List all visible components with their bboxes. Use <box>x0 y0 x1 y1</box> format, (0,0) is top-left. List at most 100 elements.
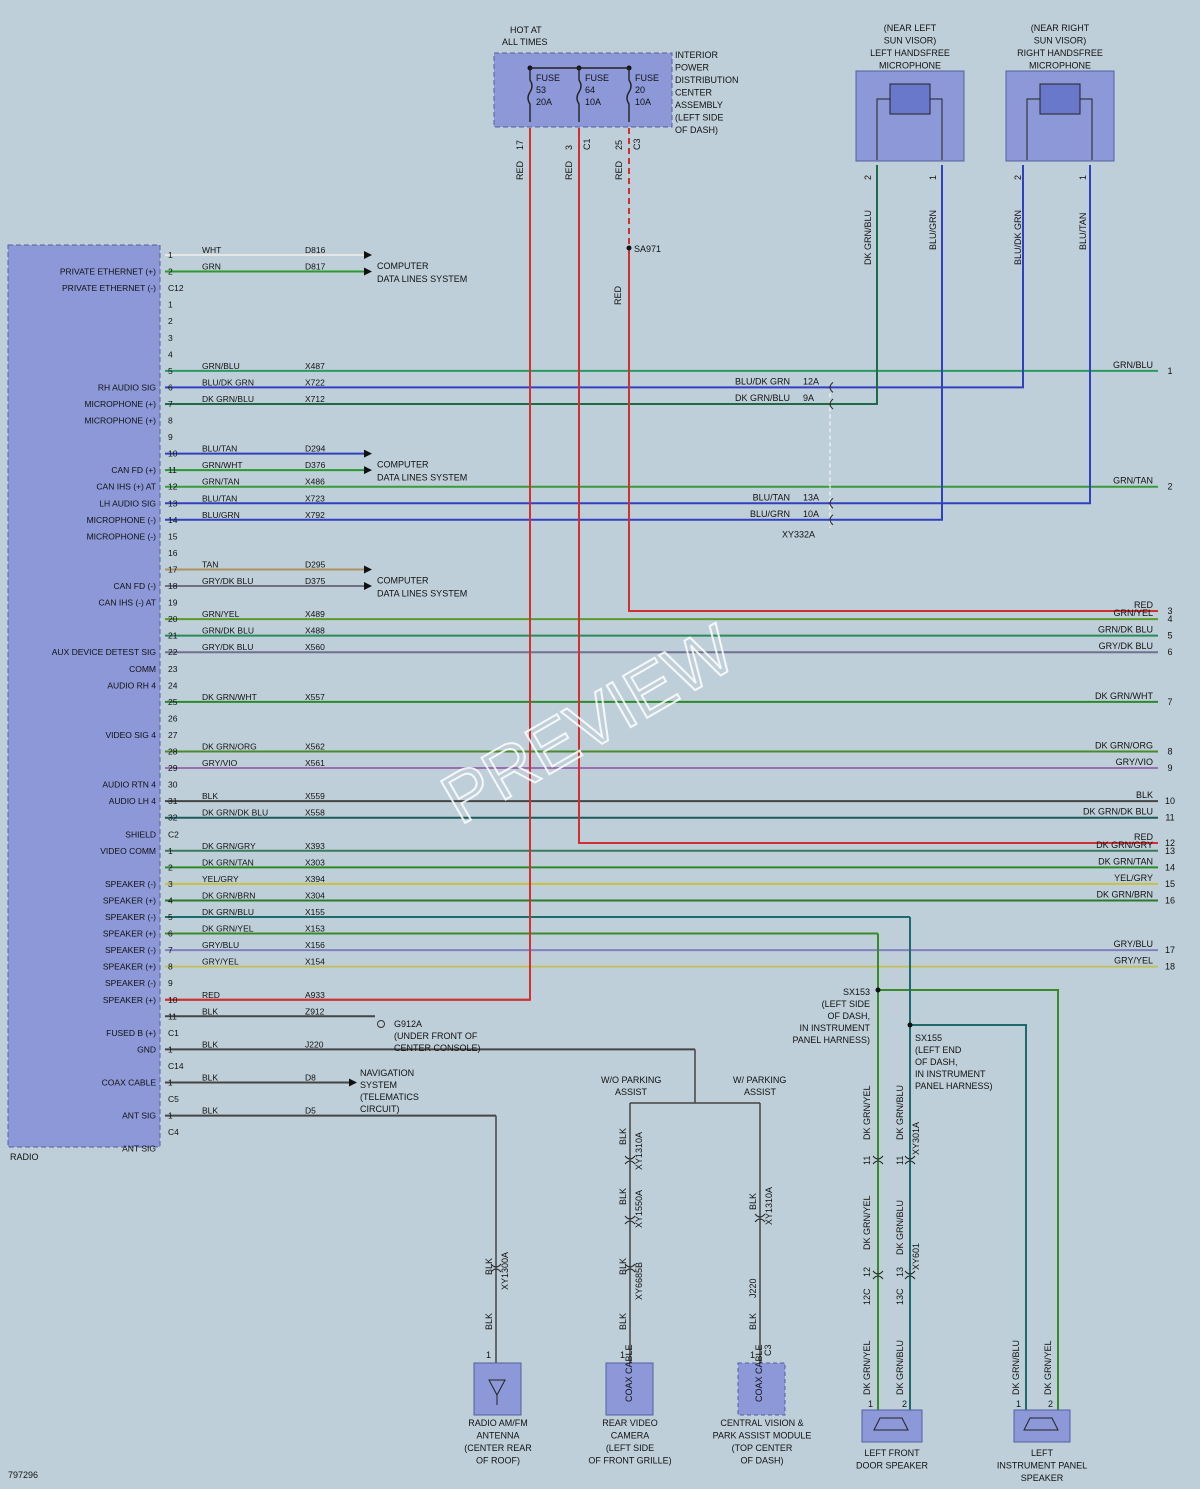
right-output-num-7: 8 <box>1167 747 1172 757</box>
radio-circuit-34: X558 <box>305 808 325 818</box>
radio-wire-color-42: GRY/BLU <box>202 940 239 950</box>
splice-label-sa971: SA971 <box>634 244 661 254</box>
inline-connector-6 <box>904 1155 916 1160</box>
xy332a-pin-symbol-3 <box>829 514 834 526</box>
ground-g912a: G912A (UNDER FRONT OF CENTER CONSOLE) <box>377 1019 481 1053</box>
fuse-name-2: FUSE <box>635 73 659 83</box>
radio-circuit-8: X722 <box>305 377 325 387</box>
left-front-door-speaker <box>861 1409 923 1443</box>
radio-circuit-31: X561 <box>305 758 325 768</box>
radio-pin-24: 22 <box>168 647 178 657</box>
arrow-50 <box>349 1078 357 1087</box>
radio-circuit-42: X156 <box>305 940 325 950</box>
microphone-0-element <box>889 83 931 115</box>
right-output-color-11: RED <box>1134 832 1154 842</box>
mic-left-pin2-wire <box>828 165 878 405</box>
radio-wire-color-14: GRN/TAN <box>202 477 240 487</box>
camera-label-line-1: CAMERA <box>611 1431 650 1441</box>
right-output-color-9: BLK <box>1136 790 1153 800</box>
right-output-color-10: DK GRN/DK BLU <box>1083 807 1153 817</box>
w-parking-line-1: W/ PARKING <box>733 1075 786 1085</box>
mic-1-label-0: (NEAR RIGHT <box>1031 23 1090 33</box>
mic-1-label-3: MICROPHONE <box>1029 61 1091 71</box>
inline-connector-b-7 <box>872 1275 884 1280</box>
cvpam-label-2: J220 <box>748 1278 758 1298</box>
right-output-color-2: RED <box>1134 600 1154 610</box>
radio-wire-color-38: YEL/GRY <box>202 874 239 884</box>
pdc-label-line-5: (LEFT SIDE <box>675 113 723 123</box>
pdc-label-line-4: ASSEMBLY <box>675 100 723 110</box>
ground-name: G912A <box>394 1019 422 1029</box>
mic-1-lead-b <box>1080 98 1093 160</box>
fuse-amp-1: 10A <box>585 97 601 107</box>
right-output-color-14: YEL/GRY <box>1114 873 1153 883</box>
radio-pin-46: 11 <box>168 1011 177 1021</box>
fuse20-wire <box>628 248 1158 612</box>
radio-pin-30: 28 <box>168 747 178 757</box>
cvpam-pin: 1 <box>750 1350 755 1360</box>
inline-connector-2 <box>624 1215 636 1220</box>
mic-0-lead-a <box>876 98 890 160</box>
radio-pin-34: 32 <box>168 813 178 823</box>
radio-wire-color-30: DK GRN/ORG <box>202 742 257 752</box>
mic-0-label-2: LEFT HANDSFREE <box>870 48 950 58</box>
computer-label-1-line2: DATA LINES SYSTEM <box>377 473 467 483</box>
inline-connector-b-4 <box>754 1218 766 1223</box>
camera-coax-label: COAX CABLE <box>624 1344 634 1402</box>
radio-pin-0: 1 <box>168 250 173 260</box>
inline-connector-1 <box>624 1155 636 1160</box>
fuse-wire-color-1: RED <box>564 160 574 180</box>
xy332a-color-0: BLU/DK GRN <box>735 376 790 386</box>
radio-wire-color-9: DK GRN/BLU <box>202 394 254 404</box>
right-output-color-6: DK GRN/WHT <box>1095 691 1153 701</box>
radio-signal-labels: PRIVATE ETHERNET (+)PRIVATE ETHERNET (-)… <box>52 267 157 1154</box>
radio-pin-18: 16 <box>168 548 178 558</box>
radio-circuit-22: X489 <box>305 609 325 619</box>
cvpam-label-line-0: CENTRAL VISION & <box>720 1418 803 1428</box>
radio-signal-4: MICROPHONE (+) <box>84 416 156 426</box>
right-output-color-1: GRN/TAN <box>1113 476 1153 486</box>
fuse-name-1: FUSE <box>585 73 609 83</box>
camera-label-line-2: (LEFT SIDE <box>606 1443 654 1453</box>
right-output-color-15: DK GRN/BRN <box>1096 889 1153 899</box>
antenna-label-line-2: (CENTER REAR <box>464 1443 532 1453</box>
fuse-element-0 <box>527 68 533 122</box>
radio-signal-12: AUX DEVICE DETEST SIG <box>52 647 156 657</box>
xy332a-color-2: BLU/TAN <box>753 492 790 502</box>
radio-pin-45: 10 <box>168 995 178 1005</box>
radio-pin-38: 3 <box>168 879 173 889</box>
radio-wire-color-20: GRY/DK BLU <box>202 576 253 586</box>
radio-circuit-23: X488 <box>305 626 325 636</box>
radio-pin-1: 2 <box>168 267 173 277</box>
radio-circuit-50: D8 <box>305 1073 316 1083</box>
cvpam-label-line-1: PARK ASSIST MODULE <box>713 1431 812 1441</box>
xy332a-name: XY332A <box>782 529 815 539</box>
sx153-line-3: IN INSTRUMENT <box>800 1023 871 1033</box>
radio-pin-22: 20 <box>168 614 178 624</box>
radio-wire-color-16: BLU/GRN <box>202 510 240 520</box>
inline-connector-7 <box>872 1270 884 1275</box>
nav-line-3: (TELEMATICS <box>360 1092 419 1102</box>
radio-wire-color-52: BLK <box>202 1106 218 1116</box>
mic-1-pin-a: 2 <box>1013 175 1023 180</box>
ip-speaker-label-line-2: SPEAKER <box>1021 1473 1064 1483</box>
fuse-pin-2: 25 <box>614 140 624 150</box>
camera-label-3: XY1550A <box>634 1190 644 1228</box>
doc-id: 797296 <box>8 1470 38 1480</box>
speaker-b-label-3: XY601 <box>911 1243 921 1270</box>
nav-line-1: NAVIGATION <box>360 1068 414 1078</box>
antenna-label-2: BLK <box>484 1313 494 1330</box>
computer-label-0-line1: COMPUTER <box>377 261 429 271</box>
mic-0-pin-a: 2 <box>863 175 873 180</box>
radio-signal-23: SPEAKER (+) <box>103 929 156 939</box>
right-output-color-0: GRN/BLU <box>1113 360 1153 370</box>
antenna-pin: 1 <box>486 1350 491 1360</box>
radio-pin-12: 10 <box>168 449 178 459</box>
radio-pin-23: 21 <box>168 631 178 641</box>
inline-connector-b-2 <box>624 1220 636 1225</box>
radio-pin-27: 25 <box>168 697 178 707</box>
pdc-label-line-6: OF DASH) <box>675 125 718 135</box>
radio-signal-15: VIDEO SIG 4 <box>105 730 156 740</box>
xy332a-cavity-2: 13A <box>803 492 819 502</box>
